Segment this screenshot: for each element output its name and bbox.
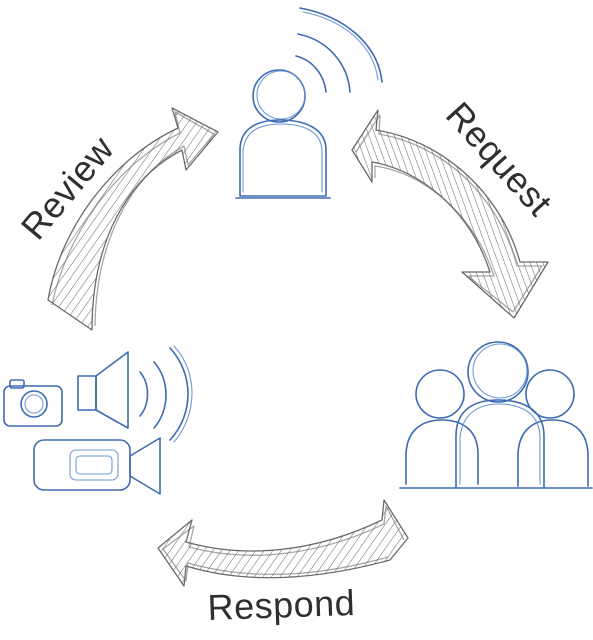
speaker-icon	[77, 345, 193, 443]
camera-icon	[3, 379, 63, 427]
person-broadcast-icon	[235, 7, 383, 199]
request-arrow	[351, 109, 549, 319]
camcorder-icon	[33, 437, 161, 495]
group-of-people-icon	[399, 341, 593, 489]
respond-arrow	[157, 499, 409, 587]
review-arrow	[47, 107, 219, 331]
media-devices-icon	[3, 345, 193, 495]
respond-label: Respond	[207, 582, 356, 628]
